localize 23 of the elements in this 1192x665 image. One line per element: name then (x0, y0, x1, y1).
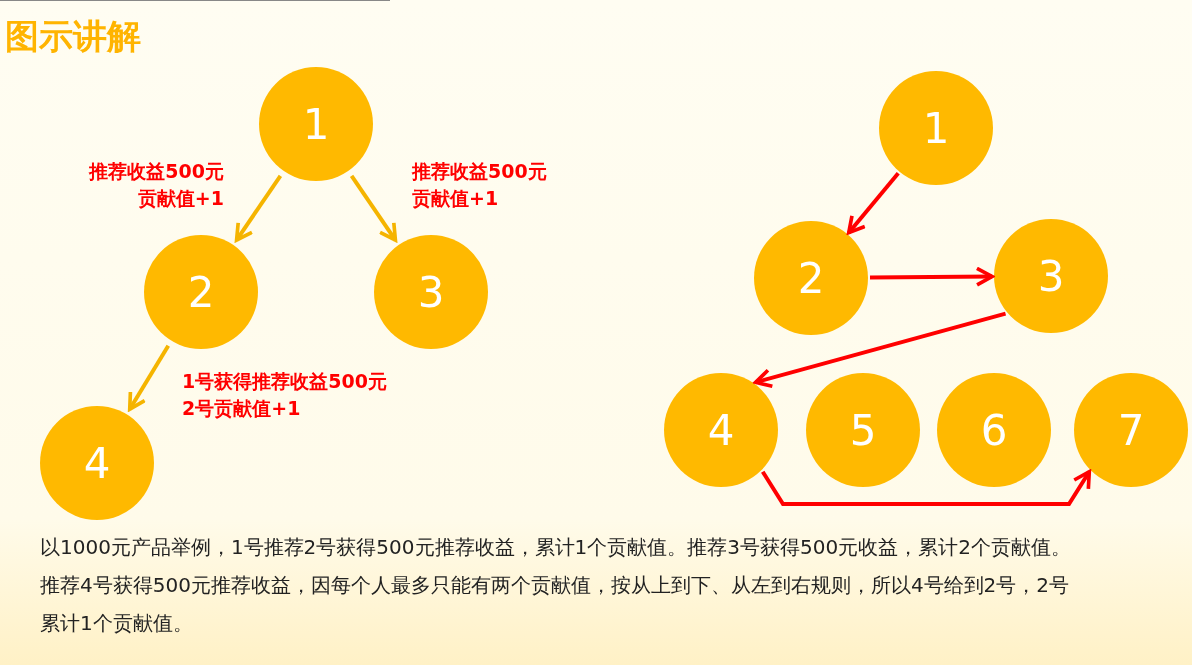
arrow (127, 344, 170, 411)
edge-label: 推荐收益500元贡献值+1 (87, 159, 224, 211)
node-number: 3 (417, 267, 445, 317)
node-number: 5 (849, 405, 877, 455)
explanation-paragraph: 以1000元产品举例，1号推荐2号获得500元推荐收益，累计1个贡献值。推荐3号获得500元收益，累计2个贡献值。推荐4号获得500元推荐收益，因每个人最多只能有两个贡献值，按从上到下、从左到右规则，所以4号给到2号，2号累计1个贡献值。 (40, 534, 1072, 637)
arrow (349, 174, 398, 242)
node-number: 6 (980, 405, 1008, 455)
title: 图示讲解 (5, 15, 141, 58)
edge-label: 推荐收益500元贡献值+1 (412, 159, 548, 211)
node-number: 4 (83, 438, 111, 488)
arrow (761, 469, 1092, 506)
node-number: 7 (1117, 405, 1145, 455)
arrow (753, 311, 1007, 389)
node-number: 1 (922, 103, 950, 153)
arrow (234, 174, 283, 242)
node-number: 2 (797, 253, 825, 303)
node-number: 3 (1037, 251, 1065, 301)
arrow (869, 266, 994, 287)
edge-label: 1号获得推荐收益500元2号贡献值+1 (182, 369, 388, 421)
arrow (846, 172, 900, 235)
node-number: 4 (707, 405, 735, 455)
node-number: 2 (187, 267, 215, 317)
node-number: 1 (302, 99, 330, 149)
